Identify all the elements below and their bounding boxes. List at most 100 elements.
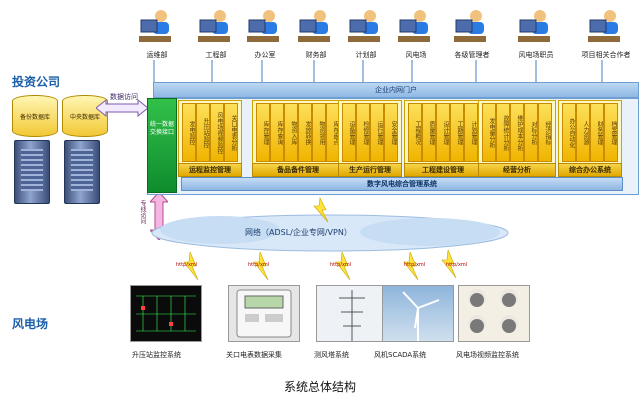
module-category[interactable]: 工程建设管理 xyxy=(404,163,482,177)
met-tower-image xyxy=(316,285,388,342)
workstation-user-icon xyxy=(454,10,486,42)
module-item[interactable]: 故障统计分析 xyxy=(496,103,510,162)
user-label: 财务部 xyxy=(305,51,327,59)
user-5: 风电场 xyxy=(396,8,436,59)
module-item[interactable]: 运行管理 xyxy=(370,103,384,162)
module-item[interactable]: 维护成本分析 xyxy=(510,103,524,162)
module-item[interactable]: 工期管理 xyxy=(450,103,464,162)
user-label: 工程部 xyxy=(205,51,227,59)
module-item[interactable]: 对标分析 xyxy=(524,103,538,162)
module-category[interactable]: 备品备件管理 xyxy=(252,163,344,177)
subsystem-label: 升压站监控系统 xyxy=(132,351,181,359)
user-3: 财务部 xyxy=(296,8,336,59)
user-label: 各级管理者 xyxy=(454,51,490,59)
user-2: 办公室 xyxy=(245,8,285,59)
module-item[interactable]: 财务管理 xyxy=(590,103,604,162)
module-item[interactable]: 物资入库 xyxy=(284,103,298,162)
network-cloud xyxy=(151,214,509,252)
module-item[interactable]: 安全管理 xyxy=(384,103,398,162)
workstation-user-icon xyxy=(139,10,171,42)
module-item[interactable]: 设备管理 xyxy=(342,103,356,162)
module-item[interactable]: 风电场视频监控 xyxy=(210,103,224,162)
dedicated-line-arrow xyxy=(150,192,168,240)
investment-company-label: 投资公司 xyxy=(12,75,61,89)
backup-database-label: 备份数据库 xyxy=(19,114,50,121)
module-item[interactable]: 设计管理 xyxy=(436,103,450,162)
module-group-2: 设备管理检修管理运行管理安全管理 xyxy=(338,100,402,164)
workstation-user-icon xyxy=(348,10,380,42)
workstation-user-icon xyxy=(198,10,230,42)
module-item[interactable]: 人力资源 xyxy=(576,103,590,162)
module-item[interactable]: 发放转换 xyxy=(298,103,312,162)
meter-collection-image xyxy=(228,285,300,342)
module-item[interactable]: 库存管理 xyxy=(256,103,270,162)
module-item[interactable]: 经济指标 xyxy=(538,103,552,162)
module-group-3: 工程概况质量管理设计管理工期管理计划管理 xyxy=(404,100,482,164)
user-1: 工程部 xyxy=(196,8,236,59)
subsystem-label: 测风塔系统 xyxy=(314,351,349,359)
user-8: 项目相关合作者 xyxy=(582,8,631,59)
video-camera-image xyxy=(458,285,530,342)
module-item[interactable]: 升压站监控 xyxy=(196,103,210,162)
subsystem-label: 关口电表数据采集 xyxy=(226,351,282,359)
link-protocol-label: http/xml xyxy=(404,262,426,268)
workstation-user-icon xyxy=(398,10,430,42)
user-label: 运维部 xyxy=(146,51,168,59)
user-label: 项目相关合作者 xyxy=(581,51,631,59)
module-item[interactable]: 库存查询 xyxy=(270,103,284,162)
dedicated-line-label: 专线访问 xyxy=(139,200,146,224)
module-category[interactable]: 综合办公系统 xyxy=(558,163,622,177)
substation-monitor-image xyxy=(130,285,202,342)
module-item[interactable]: 关口电表分析 xyxy=(224,103,238,162)
subsystem-label: 风电场视频监控系统 xyxy=(456,351,519,359)
user-0: 运维部 xyxy=(137,8,177,59)
central-server-icon xyxy=(64,140,100,204)
module-item[interactable]: 发电监控 xyxy=(182,103,196,162)
link-protocol-label: http/xml xyxy=(330,262,352,268)
lightning-links xyxy=(183,196,457,281)
user-label: 风电场职员 xyxy=(518,51,554,59)
module-category[interactable]: 生产运行管理 xyxy=(338,163,402,177)
module-group-0: 发电监控升压站监控风电场视频监控关口电表分析 xyxy=(178,100,242,164)
module-group-4: 发电量分析故障统计分析维护成本分析对标分析经济指标 xyxy=(478,100,556,164)
user-label: 风电场 xyxy=(405,51,427,59)
module-item[interactable]: 检修管理 xyxy=(356,103,370,162)
subsystem-label: 风机SCADA系统 xyxy=(374,351,427,359)
module-item[interactable]: 办公自动化 xyxy=(562,103,576,162)
wind-farm-label: 风电场 xyxy=(12,317,49,331)
diagram-caption: 系统总体结构 xyxy=(284,380,357,394)
scada-turbine-image xyxy=(382,285,454,342)
enterprise-portal-bar[interactable]: 企业内网门户 xyxy=(153,82,639,98)
data-exchange-interface: 统一数据交换接口 xyxy=(147,98,177,193)
link-protocol-label: http/xml xyxy=(176,262,198,268)
workstation-user-icon xyxy=(247,10,279,42)
module-group-5: 办公自动化人力资源财务管理档案管理 xyxy=(558,100,622,164)
workstation-user-icon xyxy=(298,10,330,42)
workstation-user-icon xyxy=(588,10,620,42)
backup-database-icon: 备份数据库 xyxy=(12,95,58,137)
user-4: 计划部 xyxy=(346,8,386,59)
user-6: 各级管理者 xyxy=(452,8,492,59)
user-label: 办公室 xyxy=(254,51,276,59)
backup-server-icon xyxy=(14,140,50,204)
central-database-icon: 中央数据库 xyxy=(62,95,108,137)
workstation-user-icon xyxy=(518,10,550,42)
link-protocol-label: http/xml xyxy=(248,262,270,268)
link-protocol-label: http/xml xyxy=(446,262,468,268)
network-label: 网络（ADSL/企业专网/VPN） xyxy=(245,228,352,237)
user-label: 计划部 xyxy=(355,51,377,59)
module-item[interactable]: 发电量分析 xyxy=(482,103,496,162)
wind-management-system-bar: 数字风电综合管理系统 xyxy=(181,177,623,191)
data-access-label: 数据访问 xyxy=(110,93,138,101)
user-7: 风电场职员 xyxy=(516,8,556,59)
module-item[interactable]: 档案管理 xyxy=(604,103,618,162)
module-group-1: 库存管理库存查询物资入库发放转换物资领用库存盘点 xyxy=(252,100,344,164)
module-category[interactable]: 运程监控管理 xyxy=(178,163,242,177)
module-item[interactable]: 质量管理 xyxy=(422,103,436,162)
module-category[interactable]: 经营分析 xyxy=(478,163,556,177)
user-connection-lines xyxy=(153,60,603,82)
module-item[interactable]: 物资领用 xyxy=(312,103,326,162)
module-item[interactable]: 计划管理 xyxy=(464,103,478,162)
data-access-arrow xyxy=(96,98,148,118)
module-item[interactable]: 工程概况 xyxy=(408,103,422,162)
